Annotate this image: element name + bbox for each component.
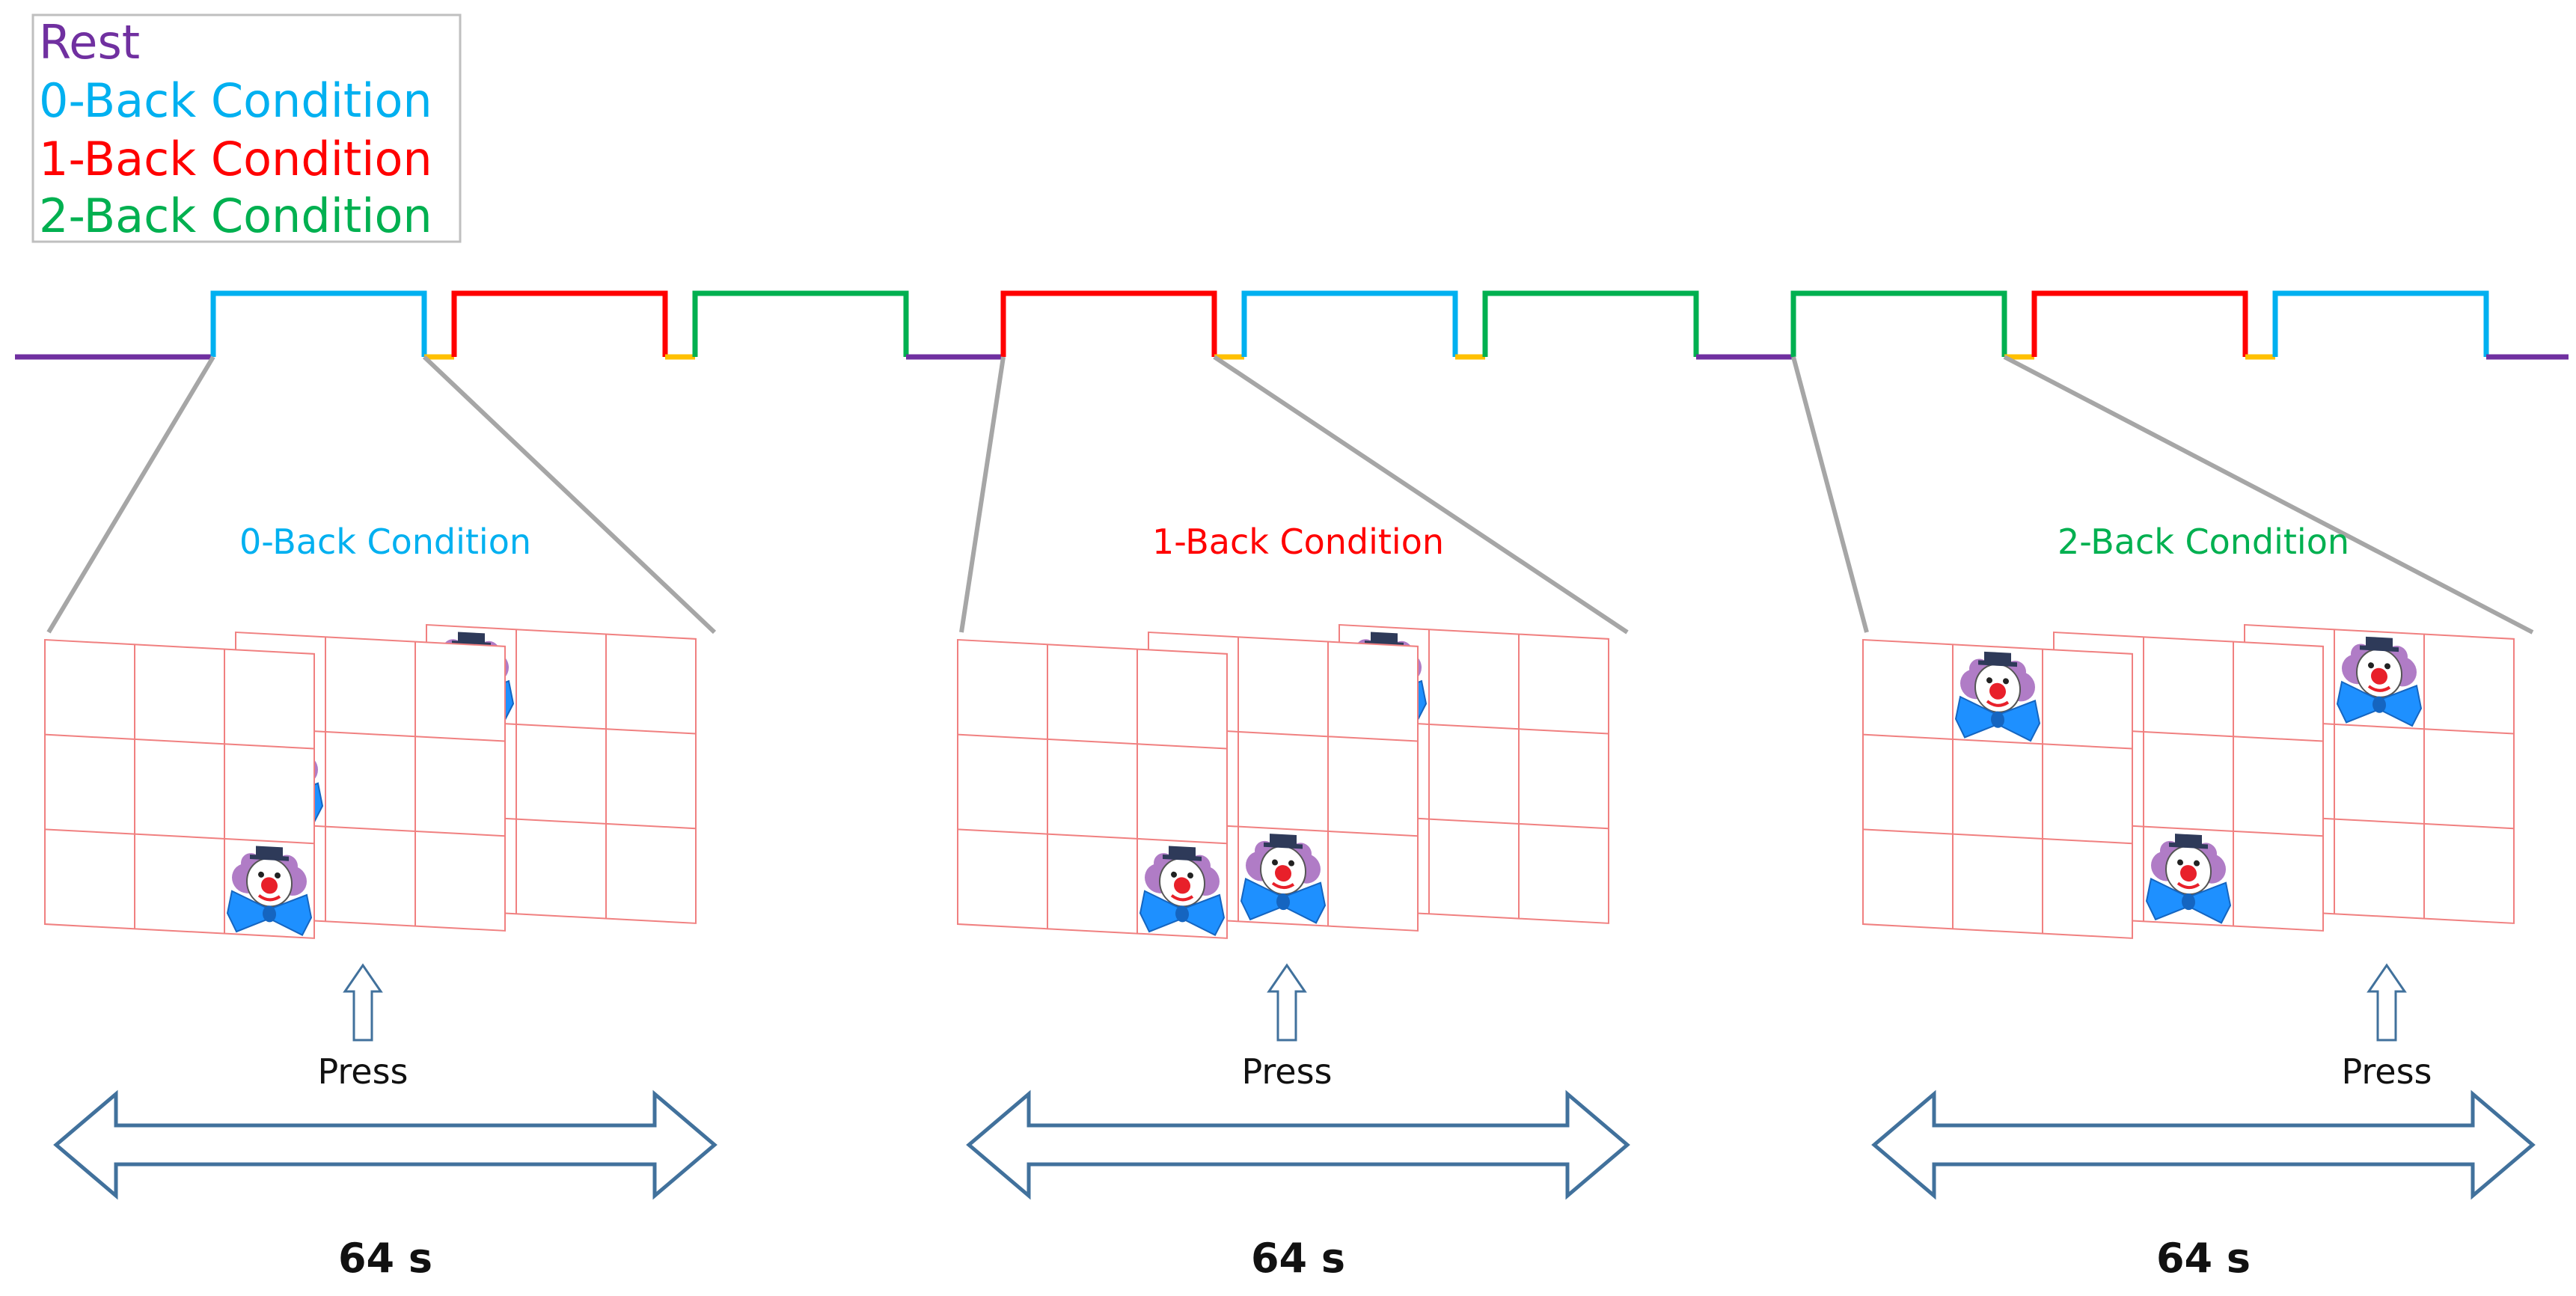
one-back-block bbox=[1000, 290, 1217, 357]
legend-item-2-back: 2-Back Condition bbox=[39, 189, 432, 243]
duration-label: 64 s bbox=[2156, 1235, 2251, 1282]
double-arrow-icon bbox=[1871, 1089, 2536, 1200]
two-back-block bbox=[1482, 290, 1699, 357]
legend-item-rest: Rest bbox=[39, 15, 140, 70]
double-arrow-icon bbox=[53, 1089, 718, 1200]
duration-label: 64 s bbox=[1251, 1235, 1345, 1282]
block-timeline bbox=[15, 290, 2569, 360]
zero-back-block bbox=[1241, 290, 1458, 357]
condition-title: 0-Back Condition bbox=[239, 522, 531, 562]
grid-sheet bbox=[44, 638, 315, 939]
one-back-block bbox=[451, 290, 668, 357]
legend-item-0-back: 0-Back Condition bbox=[39, 73, 432, 128]
zoom-line-left bbox=[959, 356, 1006, 633]
one-back-block bbox=[2031, 290, 2248, 357]
press-label: Press bbox=[1241, 1051, 1332, 1092]
zoom-line-right bbox=[2003, 355, 2534, 635]
zoom-line-left bbox=[46, 355, 215, 634]
grid-sheet bbox=[1862, 638, 2133, 939]
double-arrow-icon bbox=[966, 1089, 1630, 1200]
two-back-block bbox=[1790, 290, 2007, 357]
zoom-line-right bbox=[422, 355, 717, 635]
condition-title: 1-Back Condition bbox=[1152, 522, 1444, 562]
condition-title: 2-Back Condition bbox=[2058, 522, 2349, 562]
grid-sheet bbox=[957, 638, 1228, 939]
zoom-line-left bbox=[1791, 356, 1869, 633]
two-back-block bbox=[692, 290, 909, 357]
zoom-line-right bbox=[1213, 355, 1629, 635]
zero-back-block bbox=[210, 290, 427, 357]
press-label: Press bbox=[2341, 1051, 2432, 1092]
zoom-lines bbox=[46, 355, 2534, 635]
up-arrow-icon bbox=[2367, 963, 2407, 1042]
legend-item-1-back: 1-Back Condition bbox=[39, 132, 432, 186]
legend: Rest 0-Back Condition 1-Back Condition 2… bbox=[31, 13, 462, 243]
press-label: Press bbox=[317, 1051, 408, 1092]
up-arrow-icon bbox=[1267, 963, 1307, 1042]
duration-label: 64 s bbox=[338, 1235, 432, 1282]
legend-box bbox=[31, 13, 462, 243]
zero-back-block bbox=[2272, 290, 2489, 357]
up-arrow-icon bbox=[343, 963, 383, 1042]
